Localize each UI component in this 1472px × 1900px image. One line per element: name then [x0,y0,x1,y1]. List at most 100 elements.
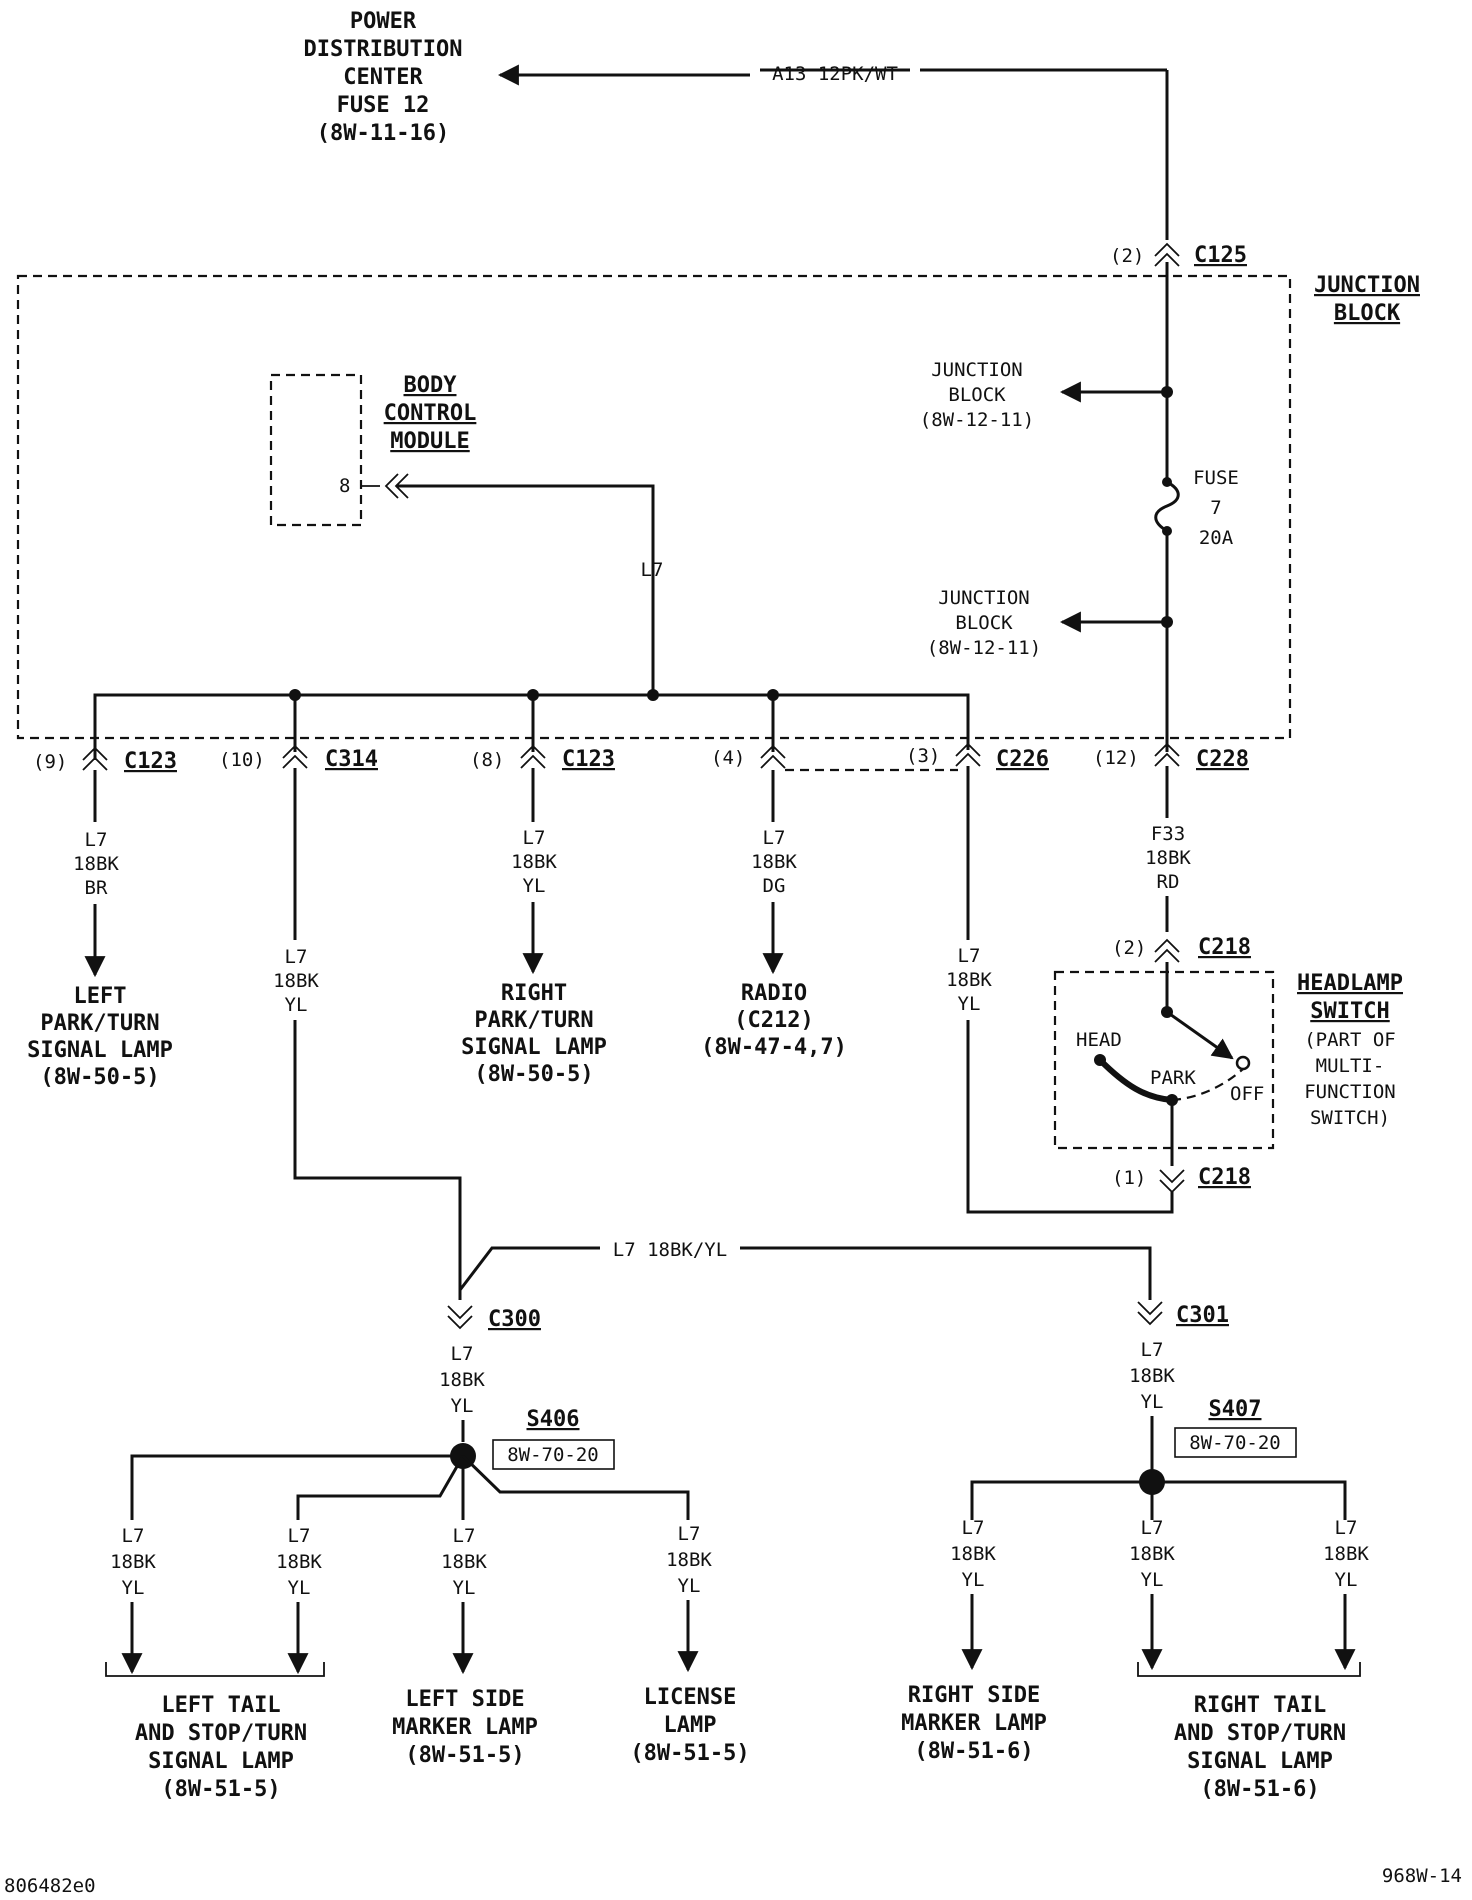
connector-c123-left-symbol [82,746,108,771]
svg-text:L7: L7 [1141,1339,1164,1361]
svg-text:JUNCTION: JUNCTION [931,359,1023,381]
connector-c125-symbol [1154,242,1180,267]
connector-c301-name: C301 [1176,1303,1229,1328]
svg-text:YL: YL [962,1569,985,1591]
bcm-pin-label: 8 [339,475,350,497]
svg-text:SWITCH): SWITCH) [1310,1107,1390,1129]
connector-c300-name: C300 [488,1307,541,1332]
connector-c123-left-pin: (9) [33,751,67,773]
svg-text:JUNCTION: JUNCTION [938,587,1030,609]
svg-text:RIGHT TAIL: RIGHT TAIL [1194,1693,1326,1718]
svg-text:18BK: 18BK [1145,847,1191,869]
svg-text:BLOCK: BLOCK [955,612,1013,634]
splice-s406-ref: 8W-70-20 [507,1444,599,1466]
connector-c314-symbol [282,744,308,769]
svg-text:CONTROL: CONTROL [384,401,477,426]
svg-text:PARK/TURN: PARK/TURN [40,1011,159,1036]
svg-text:MODULE: MODULE [390,429,469,454]
crossover-wire-right [740,1246,1152,1300]
svg-text:18BK: 18BK [511,851,557,873]
wire-rt2-label: L7 18BK YL [1323,1517,1369,1591]
connector-c218-bottom-name: C218 [1198,1165,1251,1190]
svg-text:18BK: 18BK [73,853,119,875]
svg-text:CENTER: CENTER [343,65,423,90]
left-tail-lamp-bracket [105,1662,325,1677]
svg-text:L7: L7 [1141,1517,1164,1539]
svg-text:YL: YL [1335,1569,1358,1591]
svg-text:(8W-12-11): (8W-12-11) [927,637,1041,659]
svg-text:POWER: POWER [350,9,417,34]
svg-text:L7: L7 [285,946,308,968]
connector-c226-4-symbol [760,744,786,769]
connector-c218-bottom-symbol [1159,1169,1185,1194]
svg-text:RADIO: RADIO [741,981,807,1006]
connector-c228-name: C228 [1196,747,1249,772]
wire-c314-label: L7 18BK YL [273,946,319,1016]
bcm-wire-label: L7 [641,559,664,581]
headlamp-switch-label: HEADLAMP SWITCH (PART OF MULTI- FUNCTION… [1297,971,1403,1129]
wire-c314-lower [293,1020,462,1300]
svg-text:7: 7 [1210,497,1221,519]
svg-text:SWITCH: SWITCH [1310,999,1389,1024]
svg-text:18BK: 18BK [950,1543,996,1565]
wire-c226-lower [966,1020,1174,1214]
svg-text:RD: RD [1157,871,1180,893]
svg-text:(8W-51-6): (8W-51-6) [1200,1777,1319,1802]
svg-text:RIGHT SIDE: RIGHT SIDE [908,1683,1040,1708]
s406-branch-license [461,1454,690,1520]
load-left-side-marker-lamp: LEFT SIDE MARKER LAMP (8W-51-5) [392,1687,538,1768]
s407-branches [970,1480,1347,1520]
junction-block-boundary [16,274,1292,740]
wire-radio-label: L7 18BK DG [751,827,797,897]
svg-text:L7: L7 [523,827,546,849]
svg-text:(8W-51-6): (8W-51-6) [914,1739,1033,1764]
connector-c226-symbol [955,742,981,767]
svg-text:18BK: 18BK [1323,1543,1369,1565]
svg-text:LAMP: LAMP [664,1713,717,1738]
fuse-label: FUSE 7 20A [1193,467,1239,549]
svg-text:L7: L7 [763,827,786,849]
svg-text:(8W-50-5): (8W-50-5) [40,1065,159,1090]
svg-text:18BK: 18BK [110,1551,156,1573]
wire-lsm-label: L7 18BK YL [441,1525,487,1599]
jb-ref-top-label: JUNCTION BLOCK (8W-12-11) [920,359,1034,431]
load-left-park-turn-lamp: LEFT PARK/TURN SIGNAL LAMP (8W-50-5) [27,984,173,1090]
svg-text:YL: YL [288,1577,311,1599]
footer-left-code: 806482e0 [4,1875,96,1897]
svg-text:LEFT: LEFT [74,984,127,1009]
svg-text:AND STOP/TURN: AND STOP/TURN [1174,1721,1346,1746]
svg-text:(8W-12-11): (8W-12-11) [920,409,1034,431]
bus-drops [293,695,775,752]
connector-c226-name: C226 [996,747,1049,772]
footer-right-code: 968W-14 [1382,1865,1462,1887]
connector-c125-pin: (2) [1110,245,1144,267]
s406-branch-left-tail-outer [130,1454,463,1520]
svg-text:AND STOP/TURN: AND STOP/TURN [135,1721,307,1746]
connector-c301-symbol [1137,1301,1163,1326]
connector-c226-4-pin: (4) [711,747,745,769]
svg-text:YL: YL [958,993,981,1015]
svg-text:(8W-51-5): (8W-51-5) [405,1743,524,1768]
svg-text:FUSE: FUSE [1193,467,1239,489]
svg-text:BODY: BODY [404,373,458,398]
svg-text:LICENSE: LICENSE [644,1685,737,1710]
svg-text:SIGNAL LAMP: SIGNAL LAMP [1187,1749,1333,1774]
wire-lt2-label: L7 18BK YL [276,1525,322,1599]
svg-text:20A: 20A [1199,527,1234,549]
svg-text:18BK: 18BK [666,1549,712,1571]
connector-c218-bottom-pin: (1) [1112,1167,1146,1189]
svg-text:18BK: 18BK [1129,1365,1175,1387]
svg-text:L7: L7 [451,1343,474,1365]
s406-branch-left-tail-inner [296,1455,465,1520]
crossover-wire-label: L7 18BK/YL [613,1239,727,1261]
svg-text:L7: L7 [1335,1517,1358,1539]
svg-text:YL: YL [1141,1391,1164,1413]
switch-position-off: OFF [1230,1083,1264,1105]
svg-text:JUNCTION: JUNCTION [1314,273,1420,298]
svg-text:RIGHT: RIGHT [501,981,567,1006]
switch-park-off-arc [1171,1068,1244,1102]
svg-text:SIGNAL LAMP: SIGNAL LAMP [148,1749,294,1774]
svg-text:L7: L7 [962,1517,985,1539]
svg-text:(8W-50-5): (8W-50-5) [474,1062,593,1087]
